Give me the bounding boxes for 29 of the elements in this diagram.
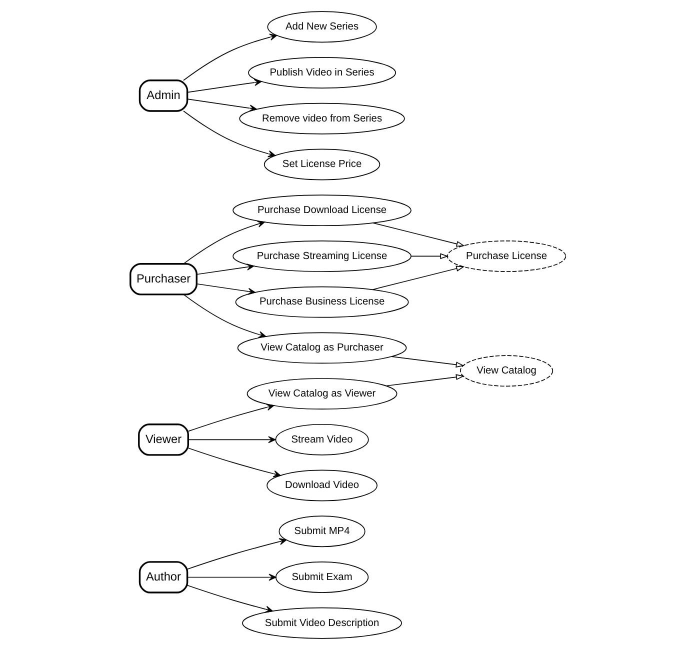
arrow (183, 294, 266, 338)
arrow (187, 584, 274, 613)
arrow (196, 283, 256, 295)
arrow (187, 574, 276, 581)
arrow (196, 264, 254, 275)
arrow (183, 110, 276, 158)
node-box: Admin (138, 80, 188, 112)
arrow (372, 266, 465, 290)
node-ellipse: Stream Video (275, 424, 369, 456)
arrow (372, 222, 465, 247)
node-box: Purchaser (130, 263, 198, 296)
node-ellipse: View Catalog as Viewer (246, 378, 398, 410)
arrow (188, 448, 281, 478)
arrow (188, 436, 276, 444)
arrow (187, 98, 257, 112)
node-box: Author (138, 561, 188, 594)
arrow (183, 34, 278, 81)
node-ellipse: Submit Exam (275, 562, 369, 593)
arrow (187, 79, 262, 93)
arrow (187, 538, 287, 570)
arrow (183, 220, 266, 264)
node-ellipse: Submit Video Description (242, 607, 402, 639)
arrow (410, 253, 449, 260)
node-ellipse: Publish Video in Series (248, 57, 396, 88)
node-box: Viewer (138, 424, 189, 456)
arrow (391, 356, 464, 368)
arrow (386, 374, 464, 386)
arrow (188, 404, 274, 432)
node-ellipse: View Catalog (460, 355, 554, 387)
